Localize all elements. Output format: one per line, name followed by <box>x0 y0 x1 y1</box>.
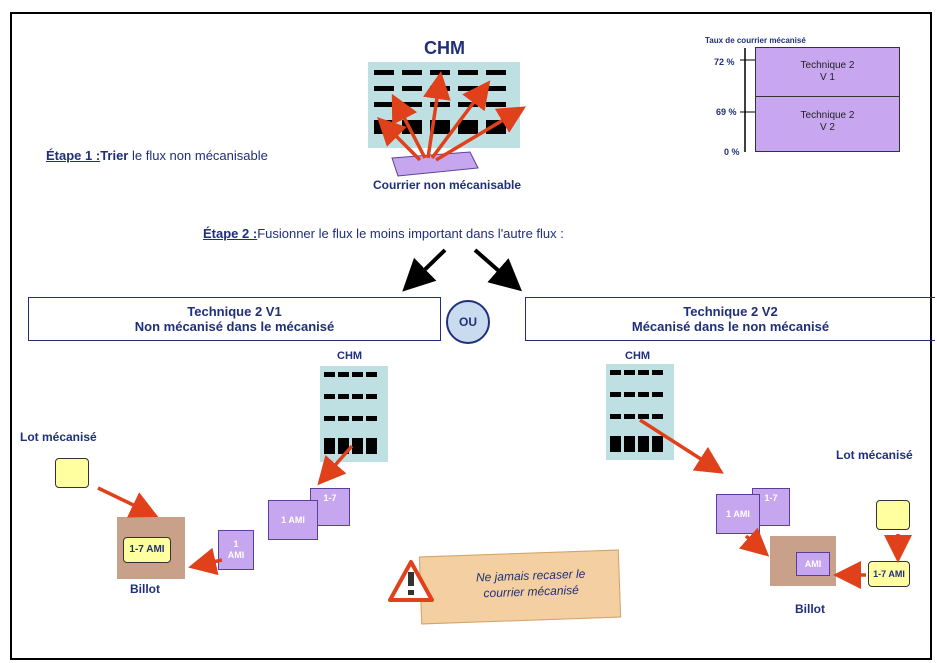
tray-card-right: 1-7 AMI <box>868 561 910 587</box>
lot-stack-left <box>55 458 89 488</box>
rate-bottom-label-line1: Technique 2 <box>800 110 855 121</box>
card-back-right-label: 1-7 <box>764 493 778 503</box>
technique-v1-box: Technique 2 V1 Non mécanisé dans le méca… <box>28 297 441 341</box>
split-arrows <box>402 248 523 292</box>
rate-tick-72: 72 % <box>714 57 735 67</box>
rack-bars-right <box>610 370 663 452</box>
single-card-left-line2: AMI <box>227 550 245 560</box>
chm-right-label: CHM <box>625 350 651 362</box>
rate-top-label-line2: V 1 <box>819 72 835 83</box>
billot-card-right-label: AMI <box>804 559 822 569</box>
lot-stack-right <box>876 500 910 530</box>
billot-card-left: 1-7 AMI <box>123 537 171 563</box>
rate-tick-69: 69 % <box>716 107 737 117</box>
rate-chart-box: Technique 2 V 1 Technique 2 V 2 <box>755 47 900 152</box>
step2-label: Étape 2 : <box>203 226 258 241</box>
billot-card-right: AMI <box>796 552 830 576</box>
billot-card-left-label: 1-7 AMI <box>129 544 165 555</box>
chm-title-top: CHM <box>424 38 465 58</box>
chm-left-label: CHM <box>337 350 363 362</box>
courrier-non-mecanisable-label: Courrier non mécanisable <box>373 178 522 192</box>
rate-top-label: Technique 2 V 1 <box>756 60 899 84</box>
billot-left-label: Billot <box>130 582 160 596</box>
card-stack-left-label: 1 AMI <box>281 515 305 525</box>
single-card-left-line1: 1 <box>233 539 239 549</box>
warning-icon <box>388 560 434 602</box>
step2-text: Étape 2 :Fusionner le flux le moins impo… <box>203 226 564 241</box>
technique-v2-box: Technique 2 V2 Mécanisé dans le non méca… <box>525 297 935 341</box>
rate-tick-0: 0 % <box>724 147 740 157</box>
technique-v1-subtitle: Non mécanisé dans le mécanisé <box>134 319 335 334</box>
technique-v2-title: Technique 2 V2 <box>683 304 778 319</box>
card-back-left-label: 1-7 <box>323 493 337 503</box>
single-card-left: 1 AMI <box>218 530 254 570</box>
flow-arrows-left <box>97 444 354 576</box>
rate-bottom-label-line2: V 2 <box>819 122 835 133</box>
step1-rest: le flux non mécanisable <box>128 148 268 163</box>
card-stack-left: 1 AMI <box>268 500 318 540</box>
rate-chart-title: Taux de courrier mécanisé <box>705 36 806 45</box>
technique-v2-subtitle: Mécanisé dans le non mécanisé <box>631 319 830 334</box>
step1-verb: Trier <box>100 148 129 163</box>
flow-arrows-right <box>639 418 912 589</box>
step1-text: Étape 1 :Trier le flux non mécanisable <box>46 148 268 163</box>
rate-divider <box>756 96 899 97</box>
card-stack-right: 1 AMI <box>716 494 760 534</box>
diagram-frame <box>10 12 932 660</box>
step1-label: Étape 1 : <box>46 148 101 163</box>
rate-top-label-line1: Technique 2 <box>800 60 855 71</box>
tray-card-right-label: 1-7 AMI <box>873 569 905 579</box>
rate-bottom-label: Technique 2 V 2 <box>756 110 899 134</box>
rack-bars-left <box>324 372 377 454</box>
lot-mecanise-left: Lot mécanisé <box>20 430 97 444</box>
card-stack-right-label: 1 AMI <box>726 509 750 519</box>
technique-v1-title: Technique 2 V1 <box>187 304 282 319</box>
billot-right-label: Billot <box>795 602 825 616</box>
sort-arrows-top <box>377 71 527 162</box>
step2-description: Fusionner le flux le moins important dan… <box>257 226 564 241</box>
lot-mecanise-right: Lot mécanisé <box>836 448 913 462</box>
ou-circle: OU <box>446 300 490 344</box>
